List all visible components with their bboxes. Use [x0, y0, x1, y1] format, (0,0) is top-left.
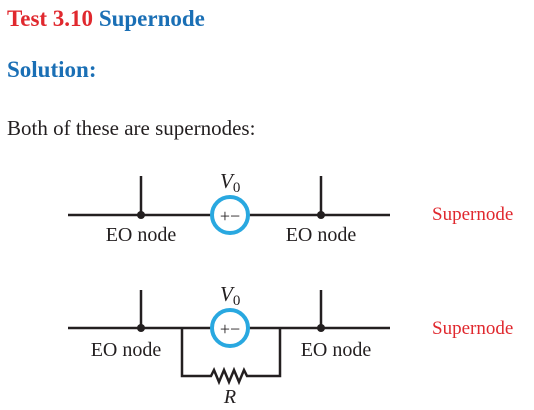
circuit-2-right-node-label: EO node	[301, 339, 372, 361]
test-number: Test 3.10	[7, 6, 94, 31]
circuit-2-voltage-source	[210, 308, 250, 348]
circuit-1-left-node-dot	[137, 211, 145, 219]
circuit-1-source-label: V0	[220, 169, 240, 196]
intro-text: Both of these are supernodes:	[7, 116, 256, 140]
circuit-2-resistor-label: R	[223, 386, 236, 408]
circuit-2-source-label: V0	[220, 282, 240, 309]
circuit-1-polarity: +−	[220, 206, 240, 226]
circuit-2-right-node-dot	[317, 324, 325, 332]
circuit-1-right-node-label: EO node	[286, 224, 357, 246]
test-title: Supernode	[98, 6, 205, 31]
circuit-1-right-node-dot	[317, 211, 325, 219]
circuit-2: +− V0 EO node EO node R Supernode	[68, 282, 513, 408]
circuit-1: +− V0 EO node EO node Supernode	[68, 169, 513, 246]
circuit-2-left-node-dot	[137, 324, 145, 332]
circuit-1-supernode-tag: Supernode	[432, 204, 513, 225]
circuit-1-left-node-label: EO node	[106, 224, 177, 246]
circuit-2-supernode-tag: Supernode	[432, 318, 513, 339]
solution-label: Solution:	[7, 57, 97, 82]
circuit-1-voltage-source	[210, 195, 250, 235]
circuit-2-left-node-label: EO node	[91, 339, 162, 361]
circuit-2-polarity: +−	[220, 319, 240, 339]
test-heading: Test 3.10 Supernode	[7, 6, 205, 32]
circuit-2-resistor-loop	[180, 328, 282, 386]
